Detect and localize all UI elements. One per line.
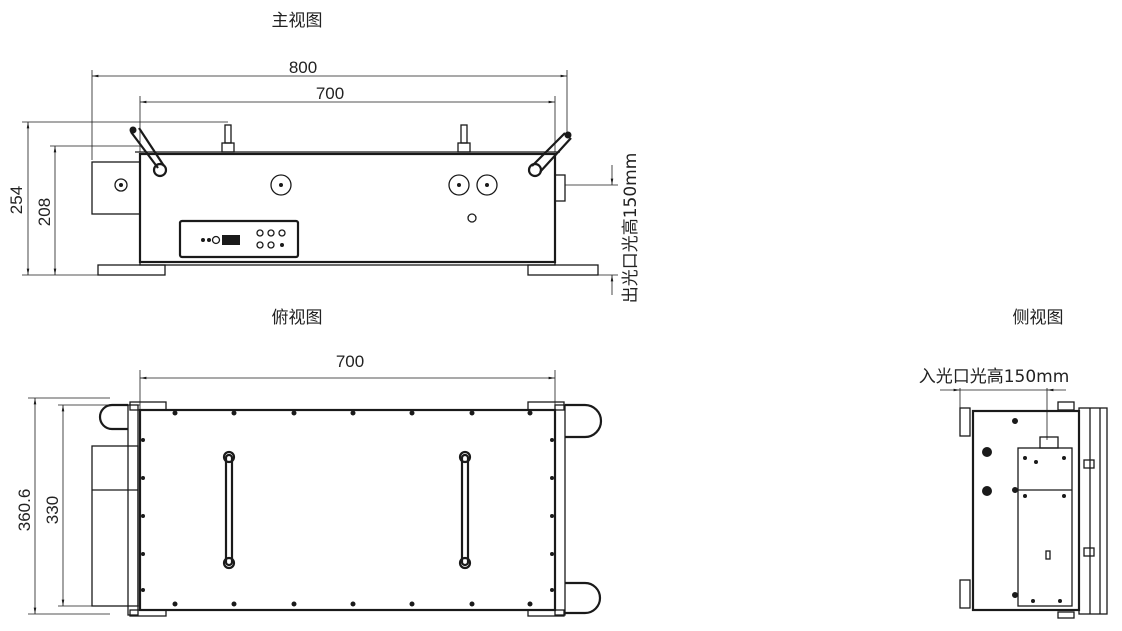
dim-label-700-top: 700 — [336, 352, 364, 371]
side-box — [91, 161, 141, 215]
bolt-row — [141, 410, 554, 607]
dim-label-700: 700 — [316, 84, 344, 103]
lifting-handles — [129, 126, 572, 178]
dim-label-208: 208 — [35, 198, 54, 226]
dim-label-800: 800 — [289, 58, 317, 77]
side-bolts — [982, 418, 1066, 603]
dim-label-360-6: 360.6 — [15, 489, 34, 532]
outlet-height-label: 出光口光高150mm — [621, 153, 641, 304]
side-panel — [1017, 447, 1073, 607]
outlet-port — [554, 174, 566, 202]
dimension-360-6: 360.6 — [15, 397, 110, 615]
dimension-800: 800 — [91, 58, 568, 160]
dim-label-330: 330 — [43, 496, 62, 524]
side-body — [971, 409, 1081, 612]
top-body — [138, 408, 557, 612]
inlet-height-dimension: 入光口光高150mm — [919, 367, 1070, 440]
front-view-title: 主视图 — [272, 11, 323, 31]
front-body — [138, 152, 557, 264]
brackets — [98, 401, 603, 617]
inlet-height-label: 入光口光高150mm — [919, 367, 1070, 387]
control-panel — [178, 219, 300, 259]
dimension-700-front: 700 — [139, 84, 556, 152]
top-handles — [222, 450, 472, 570]
front-view: 主视图 800 700 254 208 — [7, 11, 641, 303]
dimension-208: 208 — [35, 145, 140, 275]
side-view: 侧视图 入光口光高150mm — [919, 308, 1108, 619]
dim-label-254: 254 — [7, 186, 26, 214]
top-side-box — [91, 445, 139, 607]
dimension-700-top: 700 — [139, 352, 556, 410]
dimension-254: 254 — [7, 121, 228, 276]
side-view-title: 侧视图 — [1013, 308, 1064, 328]
top-view: 俯视图 700 360.6 330 — [15, 308, 603, 617]
feet — [97, 264, 599, 276]
outlet-height-dimension: 出光口光高150mm — [565, 153, 641, 304]
top-view-title: 俯视图 — [272, 308, 323, 328]
posts — [221, 124, 471, 153]
